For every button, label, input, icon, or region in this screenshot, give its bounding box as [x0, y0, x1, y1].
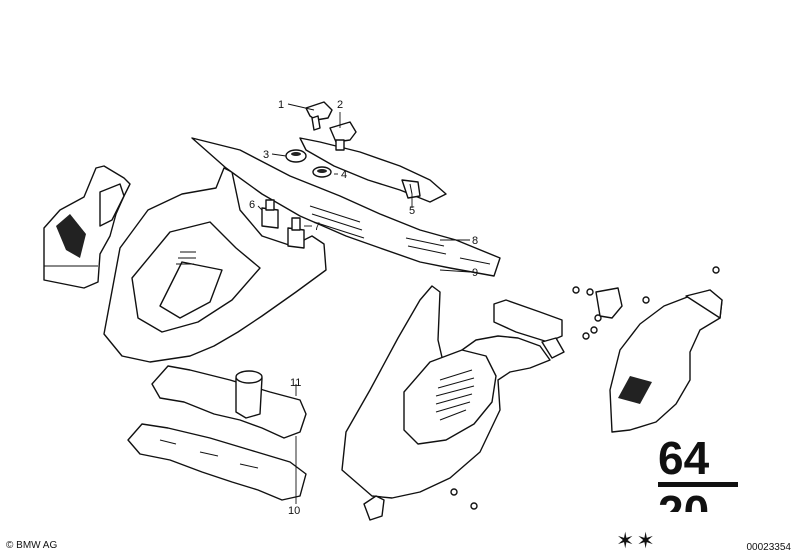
grommet-4	[312, 166, 332, 178]
callout-4: 4	[341, 169, 347, 181]
callout-6: 6	[249, 199, 255, 211]
document-number: 00023354	[746, 542, 792, 553]
callout-1: 1	[278, 99, 284, 111]
callout-5: 5	[409, 205, 415, 217]
switch-6	[261, 199, 279, 229]
callout-11: 11	[290, 377, 301, 389]
callout-2: 2	[337, 99, 343, 111]
callout-7: 7	[314, 221, 320, 233]
left-heater-housing	[103, 167, 327, 363]
duct-bracket	[493, 299, 565, 359]
switch-7	[287, 217, 305, 249]
leader-lines	[257, 103, 471, 504]
right-heater-housing	[341, 285, 551, 499]
group-number-sub: 20	[658, 486, 709, 538]
callout-3: 3	[263, 149, 269, 161]
grommet-3	[285, 149, 307, 163]
bracket-11	[151, 365, 307, 439]
lever-bracket-5	[401, 179, 421, 199]
callout-10: 10	[288, 505, 300, 517]
control-knob-1	[305, 101, 333, 131]
callout-8: 8	[472, 235, 478, 247]
small-clip	[363, 495, 385, 521]
marking-stars: ✶✶	[616, 528, 657, 553]
group-number-divider	[658, 482, 738, 487]
callout-9: 9	[472, 267, 478, 279]
left-air-duct	[43, 165, 131, 289]
control-knob-2	[329, 121, 357, 151]
fastener-clip	[450, 266, 720, 510]
bracket-10	[127, 423, 307, 501]
copyright-label: © BMW AG	[6, 540, 58, 551]
group-number-main: 64	[658, 432, 710, 484]
right-air-duct	[609, 289, 723, 433]
